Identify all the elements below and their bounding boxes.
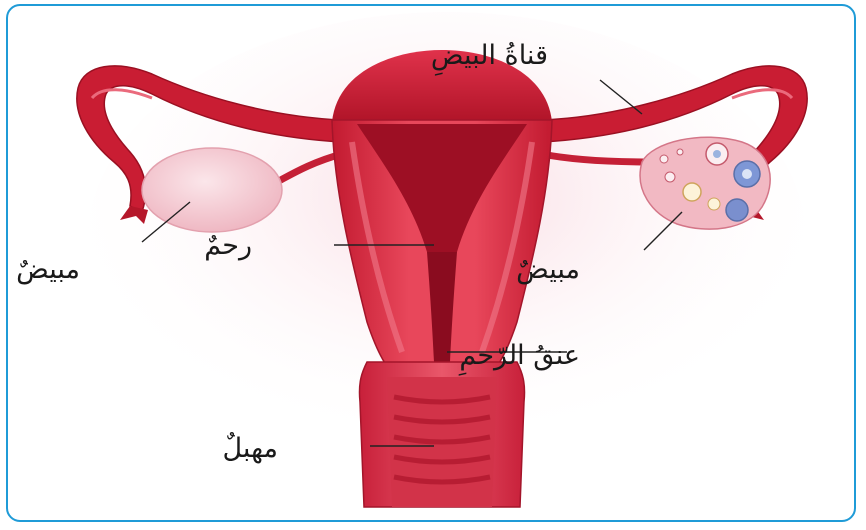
label-ovary-left: مبيضٌ: [16, 254, 80, 285]
reproductive-system-diagram: قناةُ البيضِ مبيضٌ مبيضٌ رحمٌ عنقُ الرّح…: [8, 6, 856, 522]
follicle: [660, 155, 668, 163]
label-cervix: عنقُ الرّحمِ: [458, 340, 580, 376]
label-uterus: رحمٌ: [204, 230, 252, 261]
follicle: [677, 149, 683, 155]
follicle: [726, 199, 748, 221]
left-ovary: [142, 148, 282, 232]
vagina: [359, 362, 524, 507]
follicle: [665, 172, 675, 182]
label-ovary-right: مبيضٌ: [516, 254, 580, 285]
label-fallopian-tube: قناةُ البيضِ: [431, 40, 548, 76]
follicle: [708, 198, 720, 210]
follicle: [683, 183, 701, 201]
diagram-frame: قناةُ البيضِ مبيضٌ مبيضٌ رحمٌ عنقُ الرّح…: [6, 4, 856, 522]
label-vagina: مهبلٌ: [222, 432, 278, 464]
